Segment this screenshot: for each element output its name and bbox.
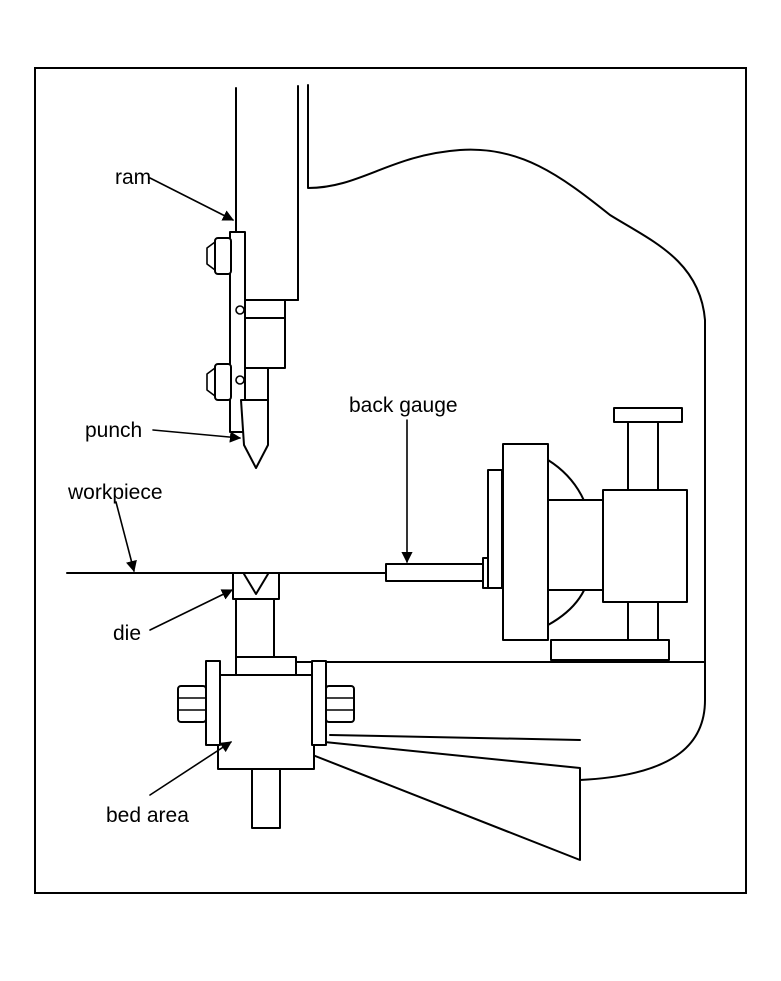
lower-bed-wedge (304, 739, 581, 861)
punch-assembly (206, 231, 286, 469)
back-gauge (385, 407, 688, 661)
label-punch: punch (85, 419, 142, 442)
bed-plate (295, 661, 706, 741)
callout-lines (115, 177, 413, 796)
bed-block (177, 656, 355, 829)
label-bed-area: bed area (106, 804, 189, 827)
label-workpiece: workpiece (67, 481, 163, 504)
machine-frame (307, 84, 706, 781)
label-die: die (113, 622, 141, 645)
die (232, 572, 280, 658)
label-ram: ram (115, 166, 151, 189)
figure-border (34, 67, 747, 894)
label-back-gauge: back gauge (349, 394, 458, 417)
